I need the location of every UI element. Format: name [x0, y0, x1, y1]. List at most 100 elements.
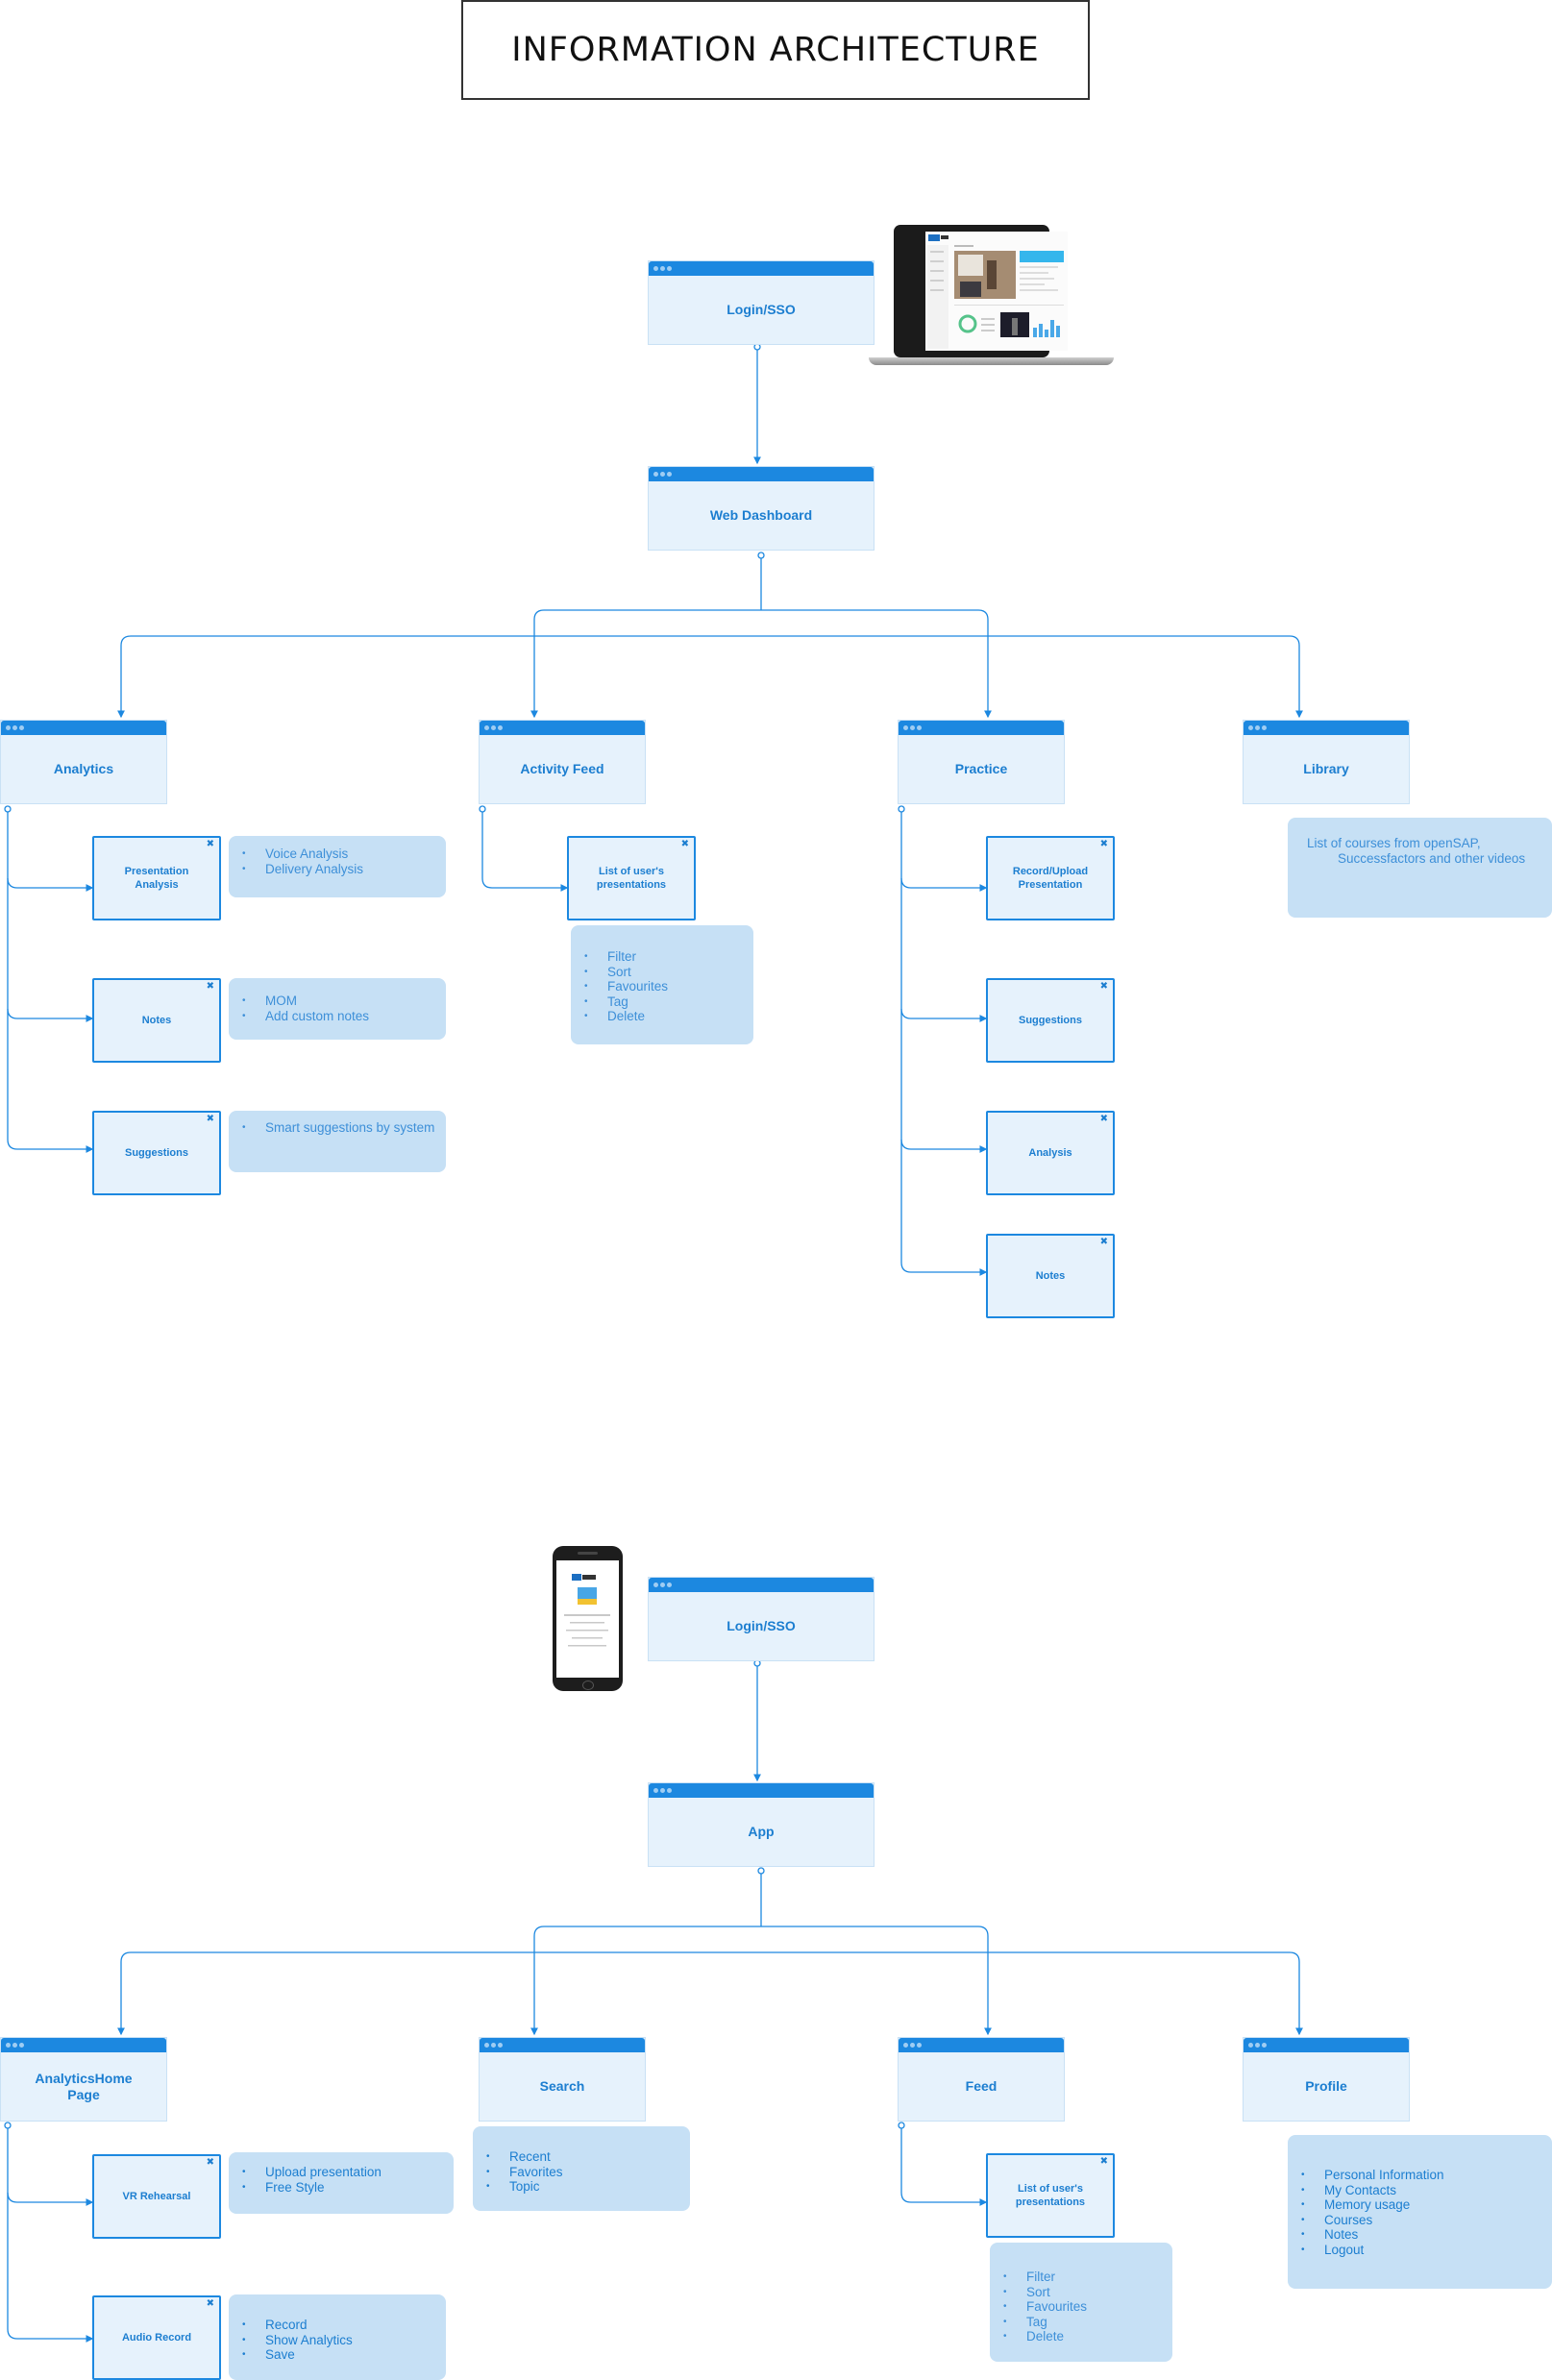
audio-record-label: Audio Record	[121, 2332, 192, 2343]
connector-search	[530, 1926, 761, 2036]
record-upload-label: Record/Upload Presentation	[1012, 866, 1089, 891]
note-item: Voice Analysis	[229, 846, 446, 862]
activity-list-label: List of user's presentations	[596, 866, 667, 891]
suggestions-note: Smart suggestions by system	[229, 1111, 446, 1172]
profile-label: Profile	[1305, 2078, 1347, 2094]
note-item: Tag	[571, 994, 753, 1010]
note-item: Favorites	[473, 2165, 690, 2180]
practice-page[interactable]: Practice	[898, 720, 1065, 804]
activity-feed-label: Activity Feed	[520, 761, 604, 776]
note-item: Favourites	[990, 2299, 1172, 2315]
activity-feed-page[interactable]: Activity Feed	[479, 720, 646, 804]
activity-list-note: Filter Sort Favourites Tag Delete	[571, 925, 753, 1044]
note-item: Delivery Analysis	[229, 862, 446, 877]
practice-suggestions-label: Suggestions	[1018, 1015, 1082, 1026]
feed-list-screen[interactable]: ✖ List of user's presentations	[986, 2153, 1115, 2238]
pin-icon: ✖	[1099, 1114, 1108, 1124]
feed-list-actions: Filter Sort Favourites Tag Delete	[990, 2270, 1172, 2344]
search-page[interactable]: Search	[479, 2037, 646, 2122]
search-note: Recent Favorites Topic	[473, 2126, 690, 2211]
connector-feed	[761, 1926, 992, 2036]
smartphone-icon	[553, 1546, 623, 1691]
connector-practice-children	[900, 812, 988, 1276]
connector-activity-feed	[530, 609, 761, 719]
note-item: Show Analytics	[229, 2333, 446, 2348]
analytics-label: Analytics	[53, 761, 114, 776]
connector-profile	[615, 1951, 1303, 2036]
note-item: Topic	[473, 2179, 690, 2195]
connector-practice	[761, 609, 992, 719]
vr-rehearsal-screen[interactable]: ✖ VR Rehearsal	[92, 2154, 221, 2239]
connector-analytics-home	[117, 1951, 615, 2036]
note-item: Filter	[571, 949, 753, 965]
analytics-home-label: AnalyticsHome Page	[35, 2070, 133, 2102]
activity-list-screen[interactable]: ✖ List of user's presentations	[567, 836, 696, 920]
notes-list: MOM Add custom notes	[229, 994, 446, 1023]
vr-rehearsal-label: VR Rehearsal	[122, 2191, 191, 2202]
presentation-analysis-screen[interactable]: ✖ Presentation Analysis	[92, 836, 221, 920]
analytics-home-page[interactable]: AnalyticsHome Page	[0, 2037, 167, 2122]
connector-analytics-children	[7, 812, 94, 1153]
search-list: Recent Favorites Topic	[473, 2149, 690, 2195]
feed-page[interactable]: Feed	[898, 2037, 1065, 2122]
library-page[interactable]: Library	[1243, 720, 1410, 804]
note-item: MOM	[229, 994, 446, 1009]
laptop-screen	[925, 232, 1068, 351]
library-note: List of courses from openSAP, Successfac…	[1288, 818, 1552, 918]
app-home-page[interactable]: App	[648, 1782, 875, 1867]
web-dashboard-page[interactable]: Web Dashboard	[648, 466, 875, 551]
analytics-suggestions-label: Suggestions	[124, 1147, 188, 1159]
presentation-analysis-label: Presentation Analysis	[124, 866, 189, 891]
note-item: Favourites	[571, 979, 753, 994]
profile-note: Personal Information My Contacts Memory …	[1288, 2135, 1552, 2289]
pin-icon: ✖	[206, 1114, 214, 1124]
connector-feed-children	[900, 2128, 988, 2206]
pin-icon: ✖	[680, 839, 689, 849]
note-item: Logout	[1288, 2243, 1552, 2258]
presentation-analysis-note: Voice Analysis Delivery Analysis	[229, 836, 446, 897]
note-item: Memory usage	[1288, 2197, 1552, 2213]
analytics-page[interactable]: Analytics	[0, 720, 167, 804]
activity-list-actions: Filter Sort Favourites Tag Delete	[571, 949, 753, 1024]
pin-icon: ✖	[206, 2298, 214, 2309]
practice-notes-screen[interactable]: ✖ Notes	[986, 1234, 1115, 1318]
feed-label: Feed	[965, 2078, 998, 2094]
web-dashboard-label: Web Dashboard	[709, 507, 813, 523]
notes-screen[interactable]: ✖ Notes	[92, 978, 221, 1063]
pin-icon: ✖	[206, 981, 214, 992]
audio-record-list: Record Show Analytics Save	[229, 2318, 446, 2363]
note-item: Tag	[990, 2315, 1172, 2330]
pin-icon: ✖	[1099, 981, 1108, 992]
analytics-suggestions-screen[interactable]: ✖ Suggestions	[92, 1111, 221, 1195]
library-label: Library	[1303, 761, 1349, 776]
web-login-page[interactable]: Login/SSO	[648, 260, 875, 345]
web-login-label: Login/SSO	[727, 302, 796, 317]
note-item: Upload presentation	[229, 2165, 454, 2180]
note-item: Add custom notes	[229, 1009, 446, 1024]
notes-note: MOM Add custom notes	[229, 978, 446, 1040]
note-item: Sort	[571, 965, 753, 980]
practice-suggestions-screen[interactable]: ✖ Suggestions	[986, 978, 1115, 1063]
pin-icon: ✖	[1099, 2156, 1108, 2167]
record-upload-screen[interactable]: ✖ Record/Upload Presentation	[986, 836, 1115, 920]
suggestions-list: Smart suggestions by system	[229, 1120, 446, 1136]
note-item: Filter	[990, 2270, 1172, 2285]
app-home-label: App	[748, 1824, 775, 1839]
note-item: Courses	[1288, 2213, 1552, 2228]
profile-list: Personal Information My Contacts Memory …	[1288, 2168, 1552, 2257]
note-item: Save	[229, 2347, 446, 2363]
note-item: Notes	[1288, 2227, 1552, 2243]
audio-record-screen[interactable]: ✖ Audio Record	[92, 2295, 221, 2380]
practice-analysis-screen[interactable]: ✖ Analysis	[986, 1111, 1115, 1195]
search-label: Search	[539, 2078, 585, 2094]
note-item: Smart suggestions by system	[229, 1120, 446, 1136]
pin-icon: ✖	[206, 2157, 214, 2168]
pin-icon: ✖	[1099, 1237, 1108, 1247]
profile-page[interactable]: Profile	[1243, 2037, 1410, 2122]
app-login-page[interactable]: Login/SSO	[648, 1577, 875, 1661]
presentation-analysis-list: Voice Analysis Delivery Analysis	[229, 846, 446, 876]
note-item: Delete	[571, 1009, 753, 1024]
laptop-icon	[869, 225, 1114, 365]
phone-screen	[556, 1560, 619, 1678]
